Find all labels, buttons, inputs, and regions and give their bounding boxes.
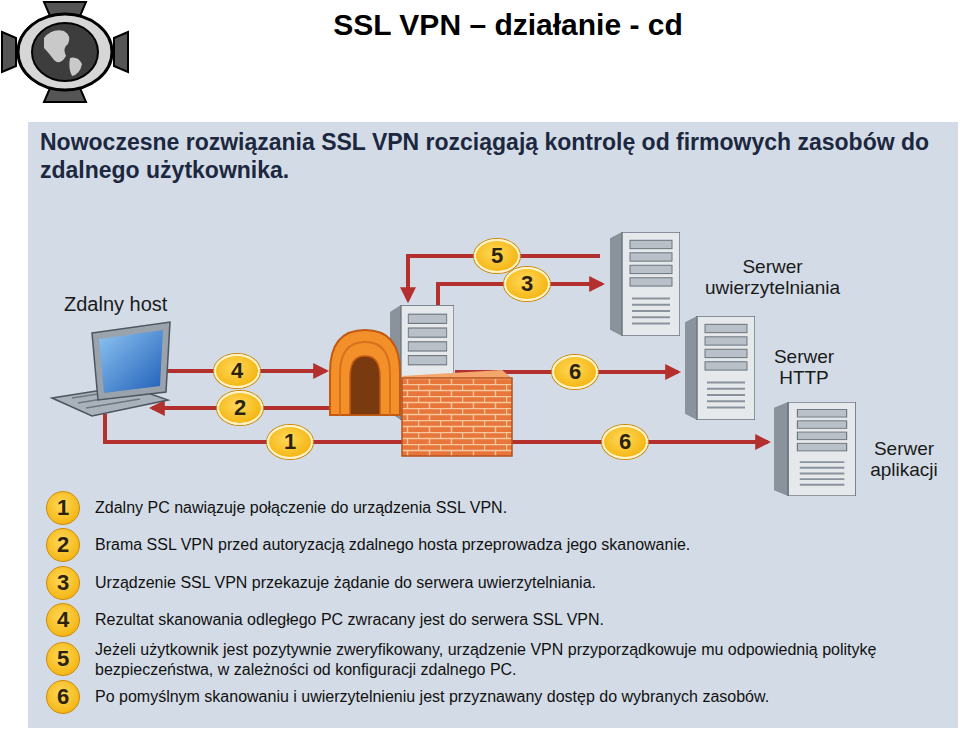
ssl-vpn-gateway [330, 305, 512, 456]
callout-number: 3 [504, 267, 550, 301]
callout-number: 2 [217, 391, 263, 425]
panel-heading: Nowoczesne rozwiązania SSL VPN rozciągaj… [40, 128, 952, 184]
logo [44, 30, 69, 62]
ssl-vpn-gateway [350, 356, 380, 415]
firewall-arch [330, 330, 400, 415]
panel-ground [28, 122, 958, 728]
server-label-box: Serwer aplikacji [862, 438, 946, 480]
laptop-icon [99, 330, 163, 393]
step-number: 4 [46, 603, 80, 637]
logo [18, 14, 112, 90]
node-label: Zdalny host [64, 294, 167, 315]
arrow-1 [105, 414, 420, 442]
callout-number: 5 [474, 239, 520, 273]
step-text: Po pomyślnym skanowaniu i uwierzytelnien… [95, 687, 940, 707]
callout-number: 6 [602, 425, 648, 459]
server-icons [610, 232, 856, 496]
logo [69, 58, 82, 76]
step-number: 2 [46, 528, 80, 562]
node-label: Serwer aplikacji [862, 438, 946, 480]
page-title: SSL VPN – działanie - cd [300, 8, 716, 42]
step-number: 1 [46, 491, 80, 525]
node-label: Serwer uwierzytelniania [690, 256, 855, 298]
laptop-icon [52, 322, 170, 416]
step-number: 3 [46, 566, 80, 600]
callout-number: 1 [267, 425, 313, 459]
step-text: Zdalny PC nawiązuje połączenie do urządz… [95, 498, 940, 518]
step-number: 6 [46, 680, 80, 714]
logo [32, 23, 98, 81]
app-server-icon [774, 402, 856, 496]
logo [2, 32, 16, 72]
callout-number: 4 [214, 354, 260, 388]
ssl-vpn-gateway [340, 342, 390, 415]
server-label-box: Serwer HTTP [762, 346, 846, 388]
logo [114, 32, 128, 72]
step-text: Urządzenie SSL VPN przekazuje żądanie do… [95, 573, 940, 593]
logo [2, 2, 128, 102]
http-server-icon [685, 316, 755, 420]
server-label-box: Serwer uwierzytelniania [690, 256, 855, 298]
step-number: 5 [46, 642, 80, 676]
step-text: Jeżeli użytkownik jest pozytywnie zweryf… [95, 640, 940, 680]
step-text: Brama SSL VPN przed autoryzacją zdalnego… [95, 535, 940, 555]
callout-number: 6 [552, 355, 598, 389]
host-label-box: Zdalny host [64, 294, 167, 315]
laptop-icon [92, 322, 170, 400]
brick-wall [402, 378, 512, 456]
node-label: Serwer HTTP [762, 346, 846, 388]
step-text: Rezultat skanowania odległego PC zwracan… [95, 610, 940, 630]
auth-server-icon [610, 232, 680, 336]
